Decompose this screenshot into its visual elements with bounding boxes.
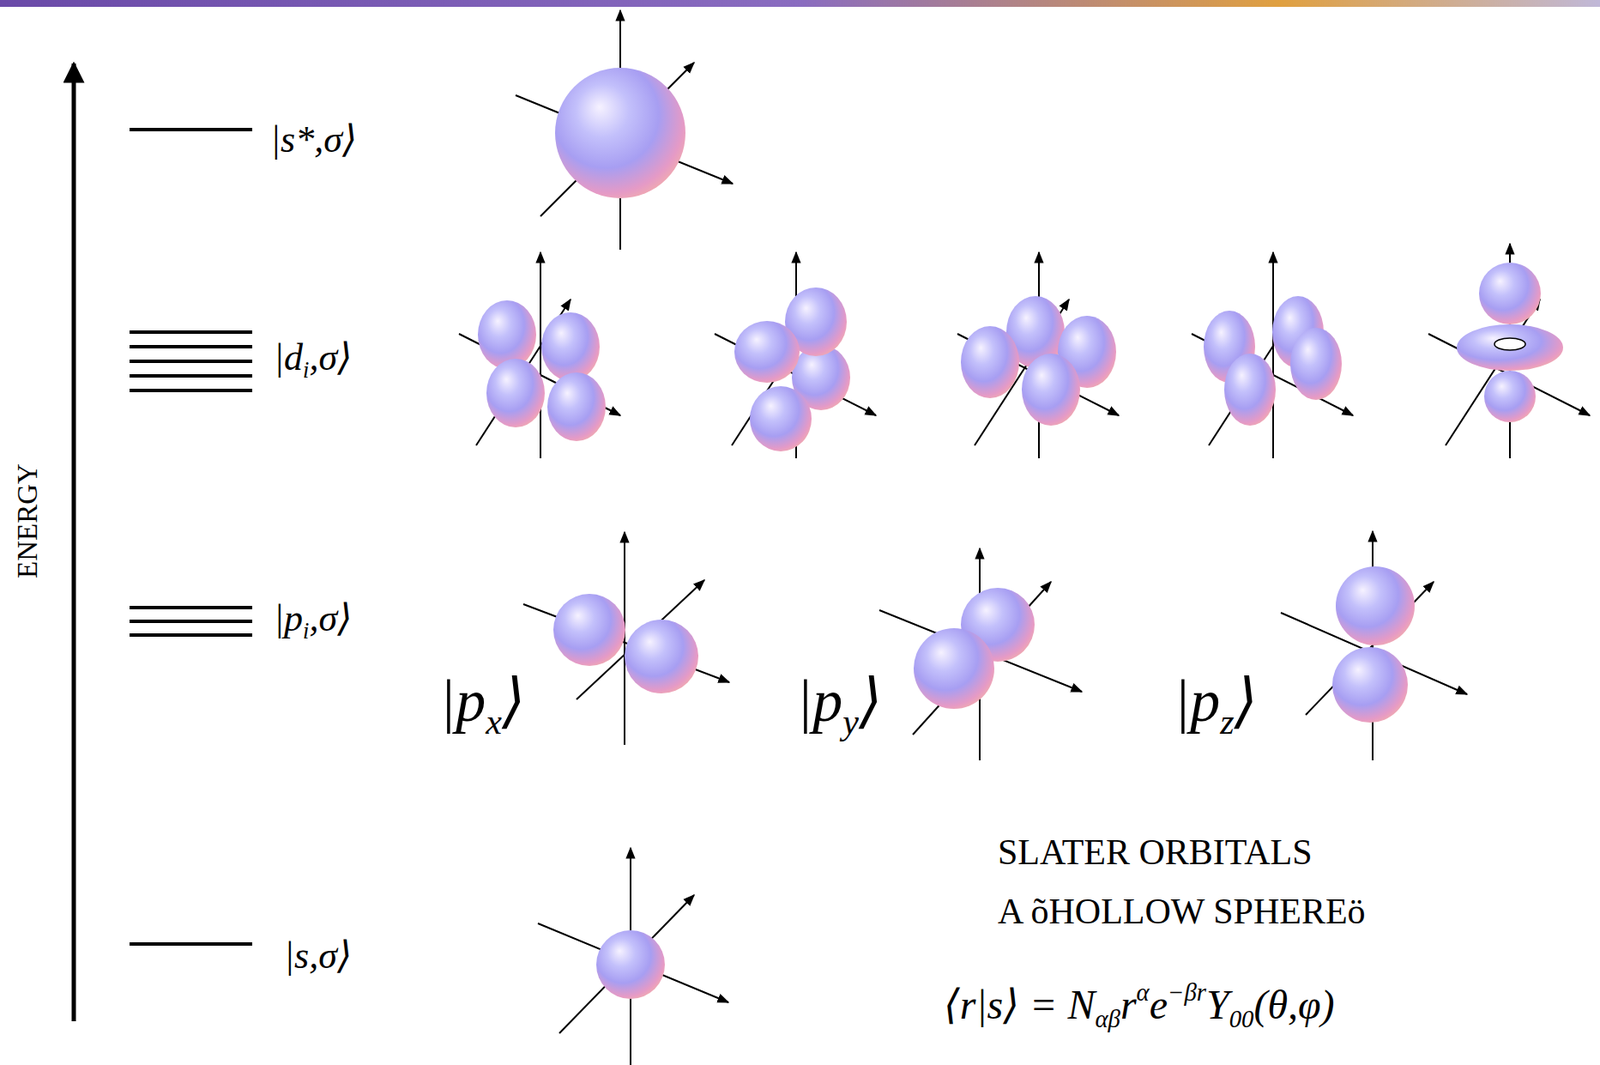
state-label: |di,σ⟩ [273,336,352,384]
coordinate-axis [539,252,542,459]
d-orbital-lobe [734,320,800,383]
text-run: |d [273,336,303,379]
text-run: SLATER ORBITALS [997,832,1313,872]
energy-level [129,633,253,637]
d-orbital-lobe [1224,353,1276,426]
s-star-orbital [555,67,686,199]
script-run: 00 [1229,1004,1255,1033]
d-orbital-lobe [477,300,537,369]
d-orbital-lobe [486,358,545,428]
orbital-label: |px⟩ [439,666,526,743]
d-orbital-lobe [541,312,600,381]
p-orbital-lobe [624,619,699,694]
text-run: ENERGY [12,463,43,579]
state-label: |pi,σ⟩ [273,597,352,645]
script-run: y [842,701,859,742]
formula: ⟨r|s⟩ = Nαβrαe−βrY00(θ,φ) [943,978,1335,1034]
text-run: |p [1173,667,1220,734]
d-orbital-torus [1456,324,1564,371]
text-run: ,σ⟩ [308,597,352,640]
coordinate-axis [537,923,729,1003]
d-orbital-lobe [960,326,1020,399]
text-run: Y [1206,981,1230,1027]
energy-level [129,344,253,349]
energy-axis [72,63,77,1021]
p-orbital-lobe [553,593,626,666]
coordinate-axis [912,581,1051,735]
text-run: ⟩ [858,667,882,734]
d-orbital-lobe [1479,262,1541,325]
text-run: |p [273,597,303,640]
text-run: |p [796,667,843,734]
text-run: (θ,φ) [1254,981,1335,1027]
energy-level [129,374,253,378]
script-run: −βr [1167,978,1207,1006]
text-run: |p [439,667,486,734]
energy-level [129,330,253,334]
text-run: r [1120,981,1137,1027]
energy-level [129,941,253,946]
energy-level [129,127,253,132]
p-orbital-lobe [913,627,995,709]
script-run: i [302,617,309,644]
d-orbital-lobe [547,372,606,441]
script-run: x [485,701,502,742]
d-orbital-lobe [1484,370,1536,423]
state-label: |s,σ⟩ [283,934,352,979]
d-orbital-lobe [1021,353,1081,426]
coordinate-axis [1445,299,1540,446]
torus-hole [1494,338,1526,351]
orbital-label: |pz⟩ [1173,666,1258,743]
script-run: z [1219,701,1234,742]
energy-level [129,359,253,363]
axis-title: ENERGY [12,463,45,579]
script-run: αβ [1094,1004,1120,1033]
d-orbital-lobe [1290,327,1342,400]
coordinate-axis [559,894,695,1033]
text-run: e [1149,981,1168,1027]
text-run: ⟩ [501,667,526,734]
coordinate-axis [523,603,730,683]
script-run: α [1136,978,1150,1006]
energy-level [129,605,253,610]
text-run: ⟩ [1234,667,1258,734]
p-orbital-lobe [1335,566,1415,646]
energy-level [129,388,253,393]
coordinate-axis [1272,252,1274,459]
text-run: |s*,σ⟩ [270,118,357,161]
text-run: ,σ⟩ [308,336,352,379]
s-orbital [596,929,665,999]
text-run: ⟨r|s⟩ = N [943,981,1095,1027]
top-banner-strip [0,0,1600,7]
text-run: |s,σ⟩ [283,934,352,977]
state-label: |s*,σ⟩ [270,118,357,163]
coordinate-axis [540,62,695,217]
orbital-label: |py⟩ [796,666,882,743]
note-text: SLATER ORBITALS [997,831,1313,873]
energy-level [129,619,253,623]
note-text: A õHOLLOW SPHEREö [997,890,1366,932]
script-run: i [302,356,309,383]
p-orbital-lobe [1332,646,1408,723]
text-run: A õHOLLOW SPHEREö [997,891,1366,931]
d-orbital-lobe [749,386,812,452]
